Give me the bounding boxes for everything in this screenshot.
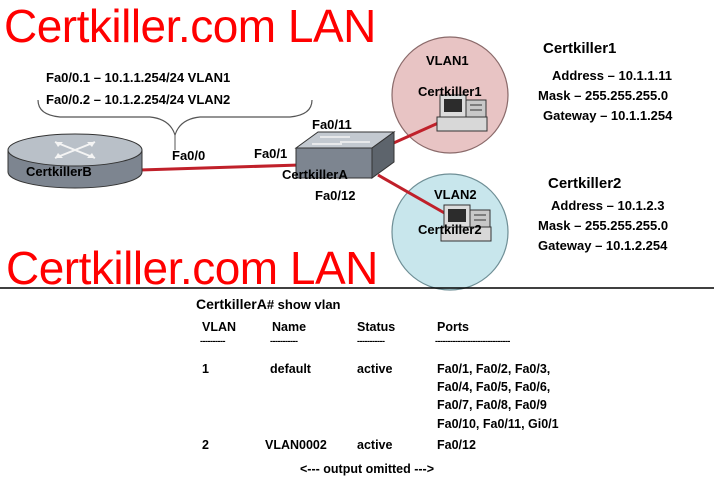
table-row1-ports-1: Fa0/1, Fa0/2, Fa0/3, xyxy=(437,362,551,376)
table-row1-ports-3: Fa0/7, Fa0/8, Fa0/9 xyxy=(437,398,547,412)
router-port-label: Fa0/0 xyxy=(172,148,206,163)
host2-mask: Mask – 255.255.255.0 xyxy=(538,218,669,233)
table-dash-name: ----------- xyxy=(270,336,298,346)
host2-gateway: Gateway – 10.1.2.254 xyxy=(538,238,668,253)
table-row2-vlan: 2 xyxy=(202,438,209,452)
table-header-name: Name xyxy=(272,320,307,334)
watermark-top: Certkiller.com LAN xyxy=(4,0,376,52)
watermark-middle: Certkiller.com LAN xyxy=(6,242,378,294)
table-row1-status: active xyxy=(357,362,393,376)
router-subinterface-2: Fa0/0.2 – 10.1.2.254/24 VLAN2 xyxy=(46,92,231,107)
switch-port-vlan1: Fa0/11 xyxy=(312,117,352,132)
switch-name: CertkillerA xyxy=(282,167,348,182)
output-omitted-note: <--- output omitted ---> xyxy=(300,462,434,476)
host1-computer-icon xyxy=(436,94,488,132)
host2-address: Address – 10.1.2.3 xyxy=(551,198,665,213)
host2-title: Certkiller2 xyxy=(548,175,622,192)
vlan2-label: VLAN2 xyxy=(434,187,477,202)
table-header-status: Status xyxy=(357,320,396,334)
router-icon xyxy=(7,133,143,189)
cli-command-text: # show vlan xyxy=(266,297,341,312)
table-row2-name: VLAN0002 xyxy=(265,438,327,452)
table-header-ports: Ports xyxy=(437,320,469,334)
router-name: CertkillerB xyxy=(26,164,92,179)
router-subinterface-1: Fa0/0.1 – 10.1.1.254/24 VLAN1 xyxy=(46,70,231,85)
cli-prompt: CertkillerA xyxy=(196,296,267,312)
table-row1-vlan: 1 xyxy=(202,362,209,376)
table-row2-status: active xyxy=(357,438,393,452)
vlan1-label: VLAN1 xyxy=(426,53,469,68)
table-row1-ports-4: Fa0/10, Fa0/11, Gi0/1 xyxy=(437,417,559,431)
table-row1-ports-2: Fa0/4, Fa0/5, Fa0/6, xyxy=(437,380,551,394)
table-header-vlan: VLAN xyxy=(202,320,237,334)
vlan1-host-label: Certkiller1 xyxy=(418,84,482,99)
table-row1-name: default xyxy=(270,362,311,376)
host1-gateway: Gateway – 10.1.1.254 xyxy=(543,108,673,123)
table-dash-vlan: ---------- xyxy=(200,336,225,346)
link-router-switch xyxy=(139,163,301,172)
table-row2-ports-1: Fa0/12 xyxy=(437,438,476,452)
table-dash-status: ----------- xyxy=(357,336,385,346)
vlan2-host-label: Certkiller2 xyxy=(418,222,482,237)
host1-mask: Mask – 255.255.255.0 xyxy=(538,88,669,103)
switch-icon xyxy=(294,131,396,179)
switch-uplink-port: Fa0/1 xyxy=(254,146,288,161)
table-dash-ports: ------------------------------ xyxy=(435,336,510,346)
host2-computer-icon xyxy=(440,204,492,242)
switch-port-vlan2: Fa0/12 xyxy=(315,188,356,203)
host1-title: Certkiller1 xyxy=(543,40,617,57)
host1-address: Address – 10.1.1.11 xyxy=(552,68,672,83)
link-switch-host2 xyxy=(377,173,449,217)
cli-command: CertkillerA# show vlan xyxy=(196,296,341,312)
